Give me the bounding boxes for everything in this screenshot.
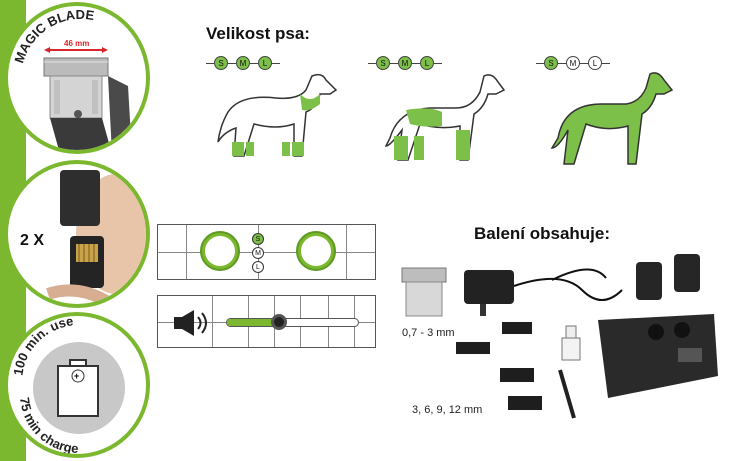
size-l: L	[588, 56, 602, 70]
blade-illustration: MAGIC BLADE 46 mm	[11, 7, 132, 150]
comb-sizes-label: 3, 6, 9, 12 mm	[412, 404, 483, 416]
pet-type-panel: S M L	[157, 224, 376, 280]
dog-size-title: Velikost psa:	[206, 24, 310, 43]
noise-level-panel	[157, 295, 376, 348]
noise-level-fill	[227, 319, 280, 326]
size-scale-3: S M L	[536, 56, 610, 70]
size-scale-1: S M L	[206, 56, 280, 70]
noise-level-slider	[226, 318, 359, 327]
dog-medium-area-illustration	[384, 74, 506, 161]
svg-text:MAGIC BLADE: MAGIC BLADE	[11, 7, 95, 65]
two-x-label: 2 X	[20, 232, 45, 249]
size-s: S	[376, 56, 390, 70]
batteries-badge	[4, 160, 150, 308]
noise-level-knob	[271, 314, 288, 330]
magic-blade-label: MAGIC BLADE	[11, 7, 95, 65]
package-title: Balení obsahuje:	[474, 224, 611, 243]
dog-small-area-illustration	[217, 73, 338, 157]
dog-large-area-illustration	[550, 72, 674, 165]
size-m: M	[398, 56, 412, 70]
pet-size-l: L	[252, 261, 264, 273]
blade-width-label: 46 mm	[64, 39, 89, 48]
battery-hand-illustration	[46, 170, 146, 304]
package-contents-illustration	[401, 254, 718, 419]
size-m: M	[236, 56, 250, 70]
dog-icon	[200, 231, 240, 271]
size-m: M	[566, 56, 580, 70]
size-s: S	[544, 56, 558, 70]
magic-blade-badge: MAGIC BLADE 46 mm	[4, 2, 150, 154]
speaker-icon	[174, 310, 207, 336]
battery-usage-graphic: + 100 min. use 75 min charge	[10, 316, 125, 454]
size-l: L	[420, 56, 434, 70]
battery-usage-badge: + 100 min. use 75 min charge	[4, 312, 150, 458]
size-l: L	[258, 56, 272, 70]
plus-icon: +	[74, 371, 79, 381]
size-s: S	[214, 56, 228, 70]
pet-size-s: S	[252, 233, 264, 245]
blade-range-label: 0,7 - 3 mm	[402, 327, 455, 339]
pet-size-m: M	[252, 247, 264, 259]
cat-icon	[296, 231, 336, 271]
size-scale-2: S M L	[368, 56, 442, 70]
